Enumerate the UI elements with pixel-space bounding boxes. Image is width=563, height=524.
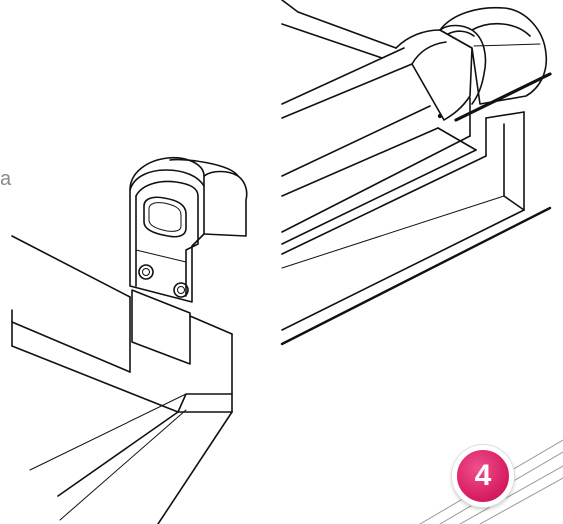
badge-decor-lines [419, 439, 563, 524]
right-profile-illustration [280, 0, 552, 346]
left-rail-outline [11, 235, 131, 298]
cable [454, 72, 552, 122]
mounting-clip [129, 156, 248, 303]
clip-plate [131, 289, 191, 365]
left-profile-illustration [11, 156, 248, 524]
aluminium-profile [395, 29, 473, 121]
screw-hole-left [138, 264, 154, 280]
screw-hole-right [173, 282, 189, 298]
step-number: 4 [474, 459, 492, 492]
step-number-badge: 4 [452, 445, 514, 507]
end-cap [439, 6, 548, 105]
clip-slot [143, 196, 187, 238]
caption-fragment: a [0, 168, 12, 190]
profile-hole [437, 113, 443, 119]
